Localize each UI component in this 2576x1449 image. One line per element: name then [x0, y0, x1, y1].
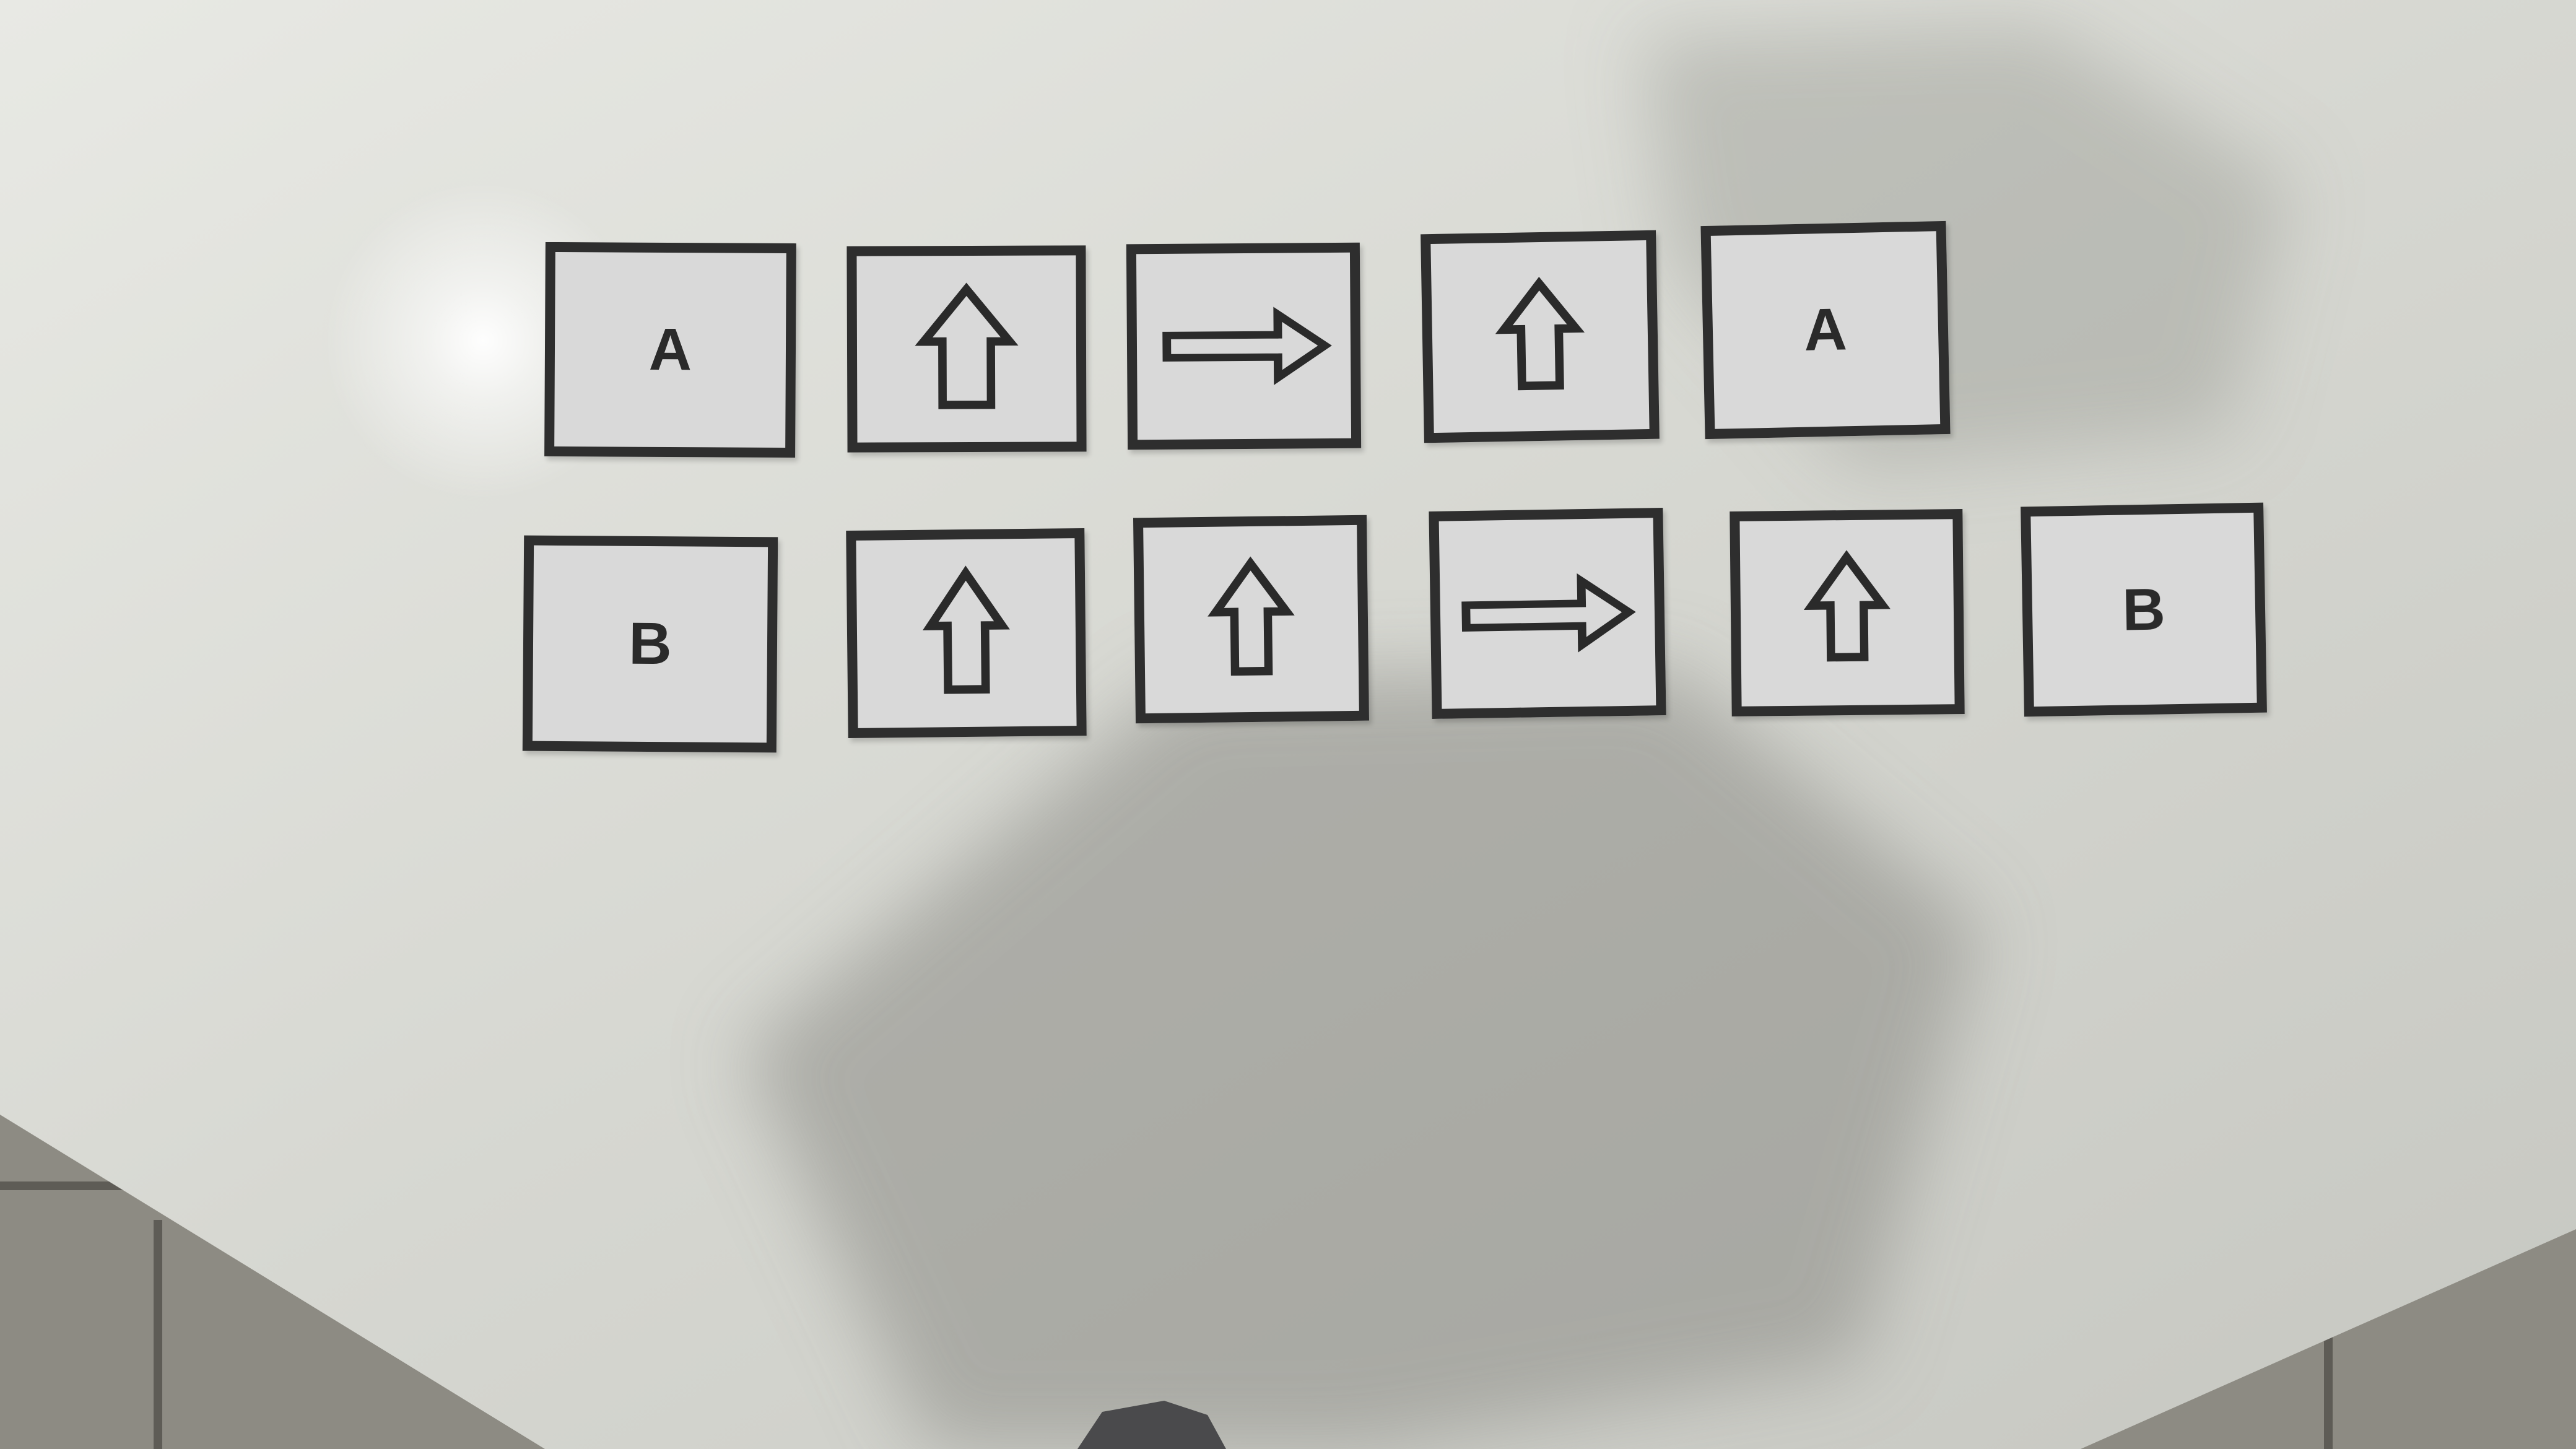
up-arrow-icon — [1208, 556, 1295, 676]
up-arrow-icon — [1803, 550, 1891, 662]
up-arrow-icon — [915, 282, 1019, 409]
card-letter: B — [2121, 575, 2166, 643]
card-right-arrow[interactable] — [1429, 508, 1666, 719]
card-up-arrow[interactable] — [1730, 509, 1965, 716]
up-arrow-icon — [1495, 277, 1585, 391]
right-arrow-icon — [1162, 307, 1332, 385]
card-right-arrow[interactable] — [1126, 242, 1362, 450]
card-letter-b[interactable]: B — [2021, 502, 2267, 717]
right-arrow-icon — [1461, 573, 1636, 653]
card-up-arrow[interactable] — [846, 245, 1087, 453]
card-letter: A — [1803, 296, 1848, 363]
dark-object — [1077, 1401, 1226, 1449]
card-letter-b[interactable]: B — [522, 535, 778, 753]
card-up-arrow[interactable] — [846, 528, 1087, 739]
card-letter: B — [628, 610, 672, 677]
card-up-arrow[interactable] — [1421, 230, 1660, 443]
card-letter-a[interactable]: A — [544, 242, 796, 458]
table-shadows — [743, 25, 2291, 1449]
card-letter-a[interactable]: A — [1700, 220, 1951, 440]
card-up-arrow[interactable] — [1133, 515, 1370, 724]
card-letter: A — [648, 316, 692, 383]
up-arrow-icon — [923, 565, 1010, 694]
